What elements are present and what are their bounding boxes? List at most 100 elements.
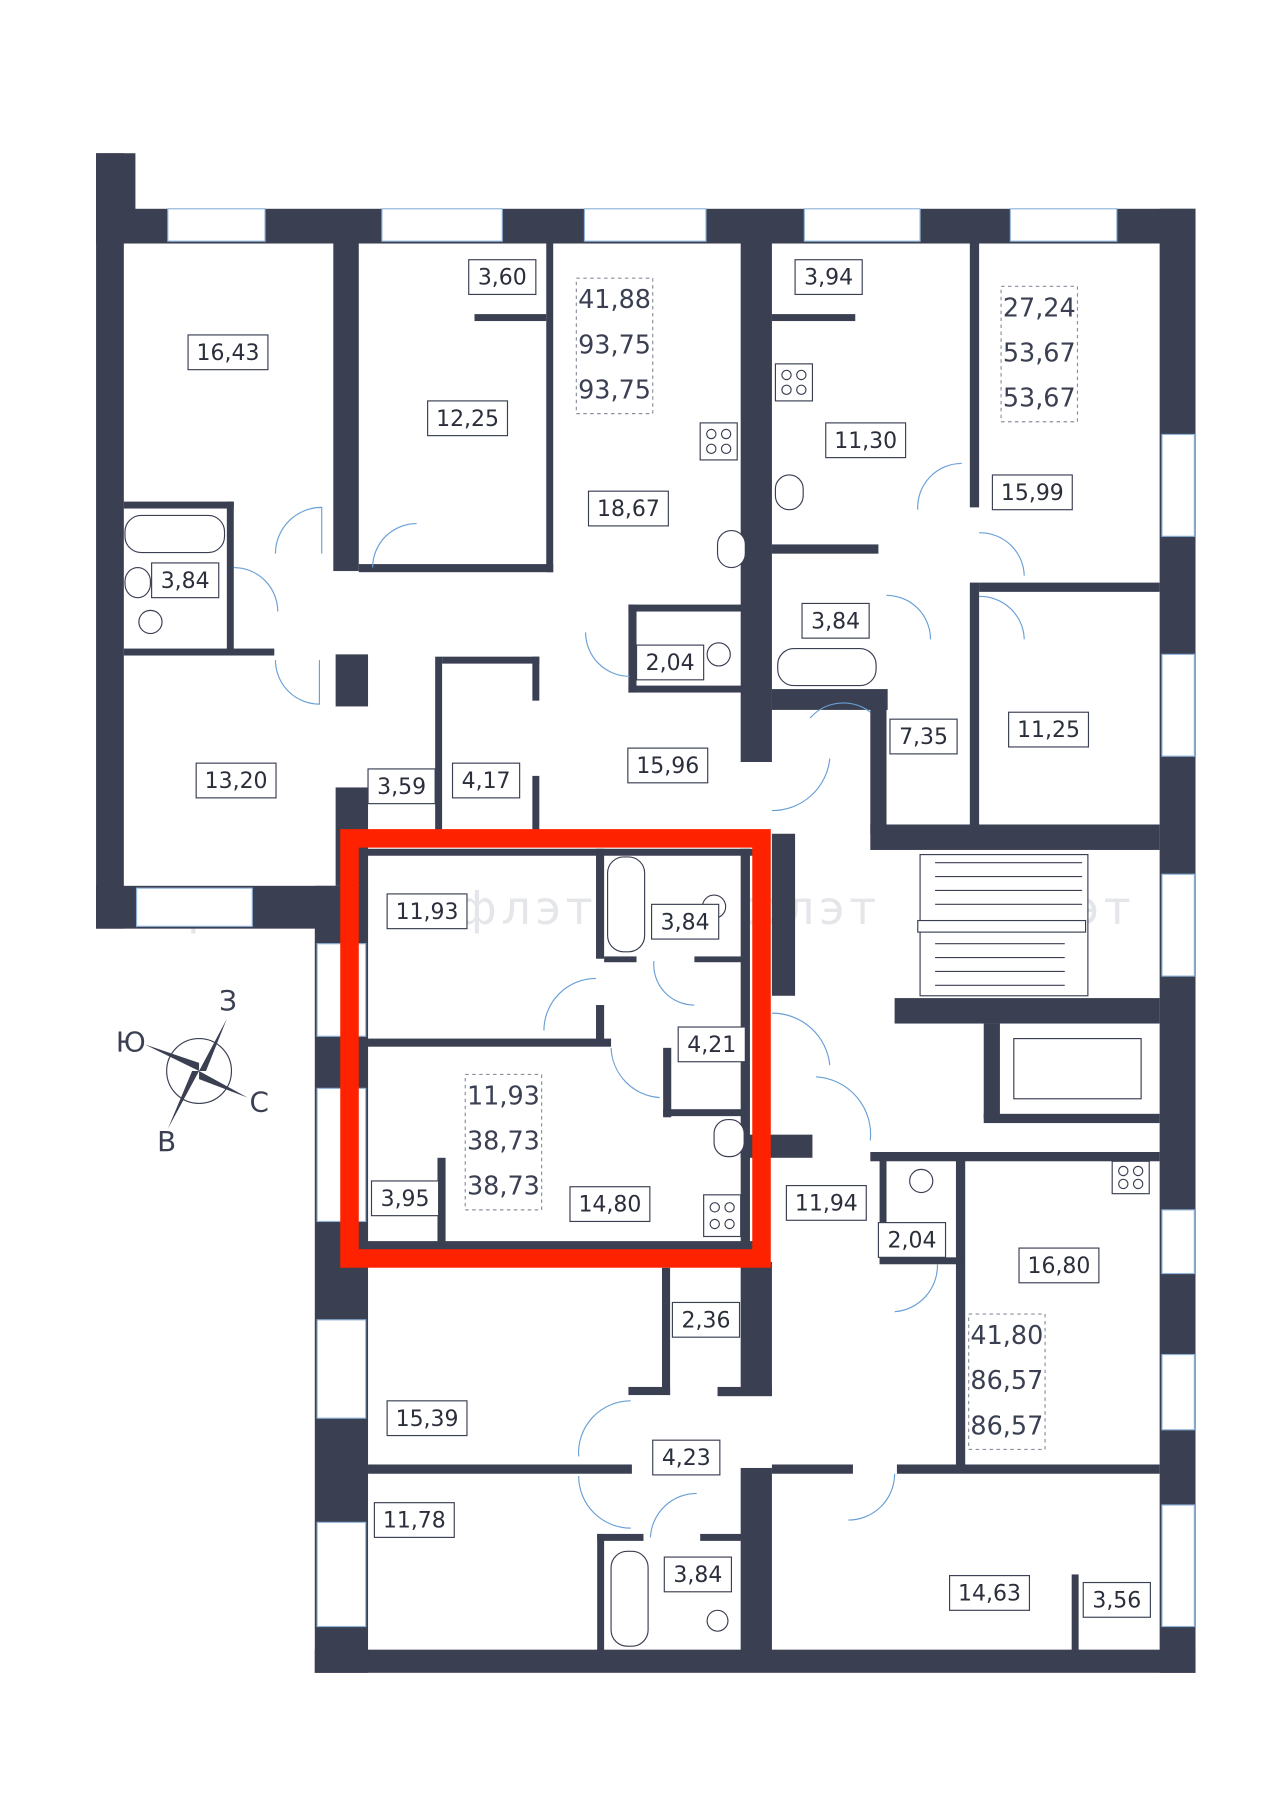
room-area-label: 15,96 xyxy=(627,747,709,784)
wall xyxy=(532,775,540,834)
wall xyxy=(661,1267,671,1396)
door-swing-icon xyxy=(894,1264,939,1313)
window xyxy=(167,208,266,242)
room-area-label: 4,21 xyxy=(677,1026,746,1063)
wall xyxy=(435,656,443,831)
wall xyxy=(740,241,772,762)
window xyxy=(1161,653,1195,757)
room-area-label: 3,84 xyxy=(151,562,220,599)
staircase xyxy=(917,853,1142,1100)
door-swing-icon xyxy=(578,1400,631,1457)
compass-star-icon xyxy=(144,1018,248,1129)
room-area: 3,95 xyxy=(381,1187,430,1212)
watermark-text: флэт xyxy=(457,881,597,935)
wall xyxy=(663,1109,745,1117)
room-area: 3,84 xyxy=(811,609,860,634)
wall xyxy=(123,501,234,509)
door-swing-icon xyxy=(771,758,831,812)
window xyxy=(583,208,707,242)
apartment-living: 11,93 xyxy=(467,1081,540,1111)
room-area: 11,93 xyxy=(396,900,459,925)
apartment-living: 27,24 xyxy=(1003,293,1076,323)
room-area-label: 12,25 xyxy=(427,400,509,437)
wall xyxy=(870,824,1160,850)
room-labels: 16,433,6012,2518,673,9411,3015,993,843,8… xyxy=(151,259,1151,1618)
apartment-summaries: 41,8893,7593,7527,2453,6753,6711,9338,73… xyxy=(464,277,1079,1451)
wall xyxy=(771,1464,853,1474)
room-area-label: 3,60 xyxy=(468,259,537,296)
compass-south: Ю xyxy=(116,1026,146,1059)
door-swing-icon xyxy=(771,1012,831,1066)
room-area-label: 4,17 xyxy=(451,762,521,799)
toilet-icon xyxy=(124,566,152,599)
room-area: 4,21 xyxy=(687,1033,736,1058)
wall xyxy=(740,1467,772,1659)
room-area: 3,94 xyxy=(804,266,853,291)
selected-apartment-highlight xyxy=(340,829,771,1268)
wall xyxy=(96,153,124,929)
wall xyxy=(597,1533,644,1541)
apartment-living: 41,88 xyxy=(578,285,651,315)
room-area: 15,99 xyxy=(1001,481,1064,506)
door-swing-icon xyxy=(578,1476,631,1529)
apartment-total: 93,75 xyxy=(578,330,651,360)
wall xyxy=(628,604,637,693)
window xyxy=(1161,1209,1195,1275)
room-area: 3,59 xyxy=(377,775,426,800)
wall xyxy=(879,1152,887,1262)
stove-icon xyxy=(774,363,814,402)
window xyxy=(135,887,253,927)
wall xyxy=(368,1464,632,1474)
room-area-label: 3,84 xyxy=(801,602,870,639)
wall xyxy=(896,1464,1160,1474)
door-swing-icon xyxy=(585,632,630,677)
wall xyxy=(879,1257,963,1265)
room-area-label: 3,84 xyxy=(663,1556,733,1593)
room-area: 14,63 xyxy=(958,1582,1021,1607)
wall xyxy=(597,1533,605,1656)
window xyxy=(1161,1504,1195,1628)
stove-icon xyxy=(703,1194,742,1238)
room-area: 15,96 xyxy=(636,754,699,779)
compass-ring xyxy=(166,1038,233,1104)
room-area-label: 18,67 xyxy=(587,490,669,527)
room-area-label: 11,25 xyxy=(1008,711,1090,748)
wall xyxy=(969,582,980,832)
door-swing-icon xyxy=(274,660,320,705)
wall xyxy=(333,241,359,572)
wall xyxy=(870,1152,1160,1162)
window xyxy=(316,1319,367,1419)
window xyxy=(1009,208,1118,242)
room-area-label: 11,94 xyxy=(785,1184,867,1221)
wall xyxy=(532,656,540,701)
room-area: 13,20 xyxy=(205,769,268,794)
door-swing-icon xyxy=(372,523,417,568)
elevator-shaft xyxy=(1013,1038,1142,1100)
room-area: 7,35 xyxy=(899,725,948,750)
room-area: 4,17 xyxy=(462,769,511,794)
wall xyxy=(694,956,744,963)
wall xyxy=(700,1533,747,1541)
door-swing-icon xyxy=(653,961,695,1006)
apartment-total-with-balcony: 53,67 xyxy=(1003,384,1076,414)
window xyxy=(803,208,921,242)
door-swing-icon xyxy=(979,595,1025,640)
wall xyxy=(771,833,796,996)
room-area-label: 11,93 xyxy=(386,893,468,930)
compass-west: З xyxy=(219,984,237,1017)
sink-icon xyxy=(909,1168,934,1194)
room-area: 15,39 xyxy=(396,1407,459,1432)
room-area-label: 3,56 xyxy=(1082,1581,1151,1618)
sink-icon xyxy=(706,642,731,667)
door-swing-icon xyxy=(610,1047,660,1099)
wall xyxy=(368,1038,612,1047)
apartment-total: 86,57 xyxy=(970,1366,1043,1396)
room-area-label: 14,63 xyxy=(949,1575,1031,1611)
wall xyxy=(361,1241,755,1251)
wall xyxy=(226,501,234,655)
wall xyxy=(314,1649,1196,1673)
room-area-label: 3,59 xyxy=(367,768,436,805)
bathtub-icon xyxy=(777,647,877,687)
